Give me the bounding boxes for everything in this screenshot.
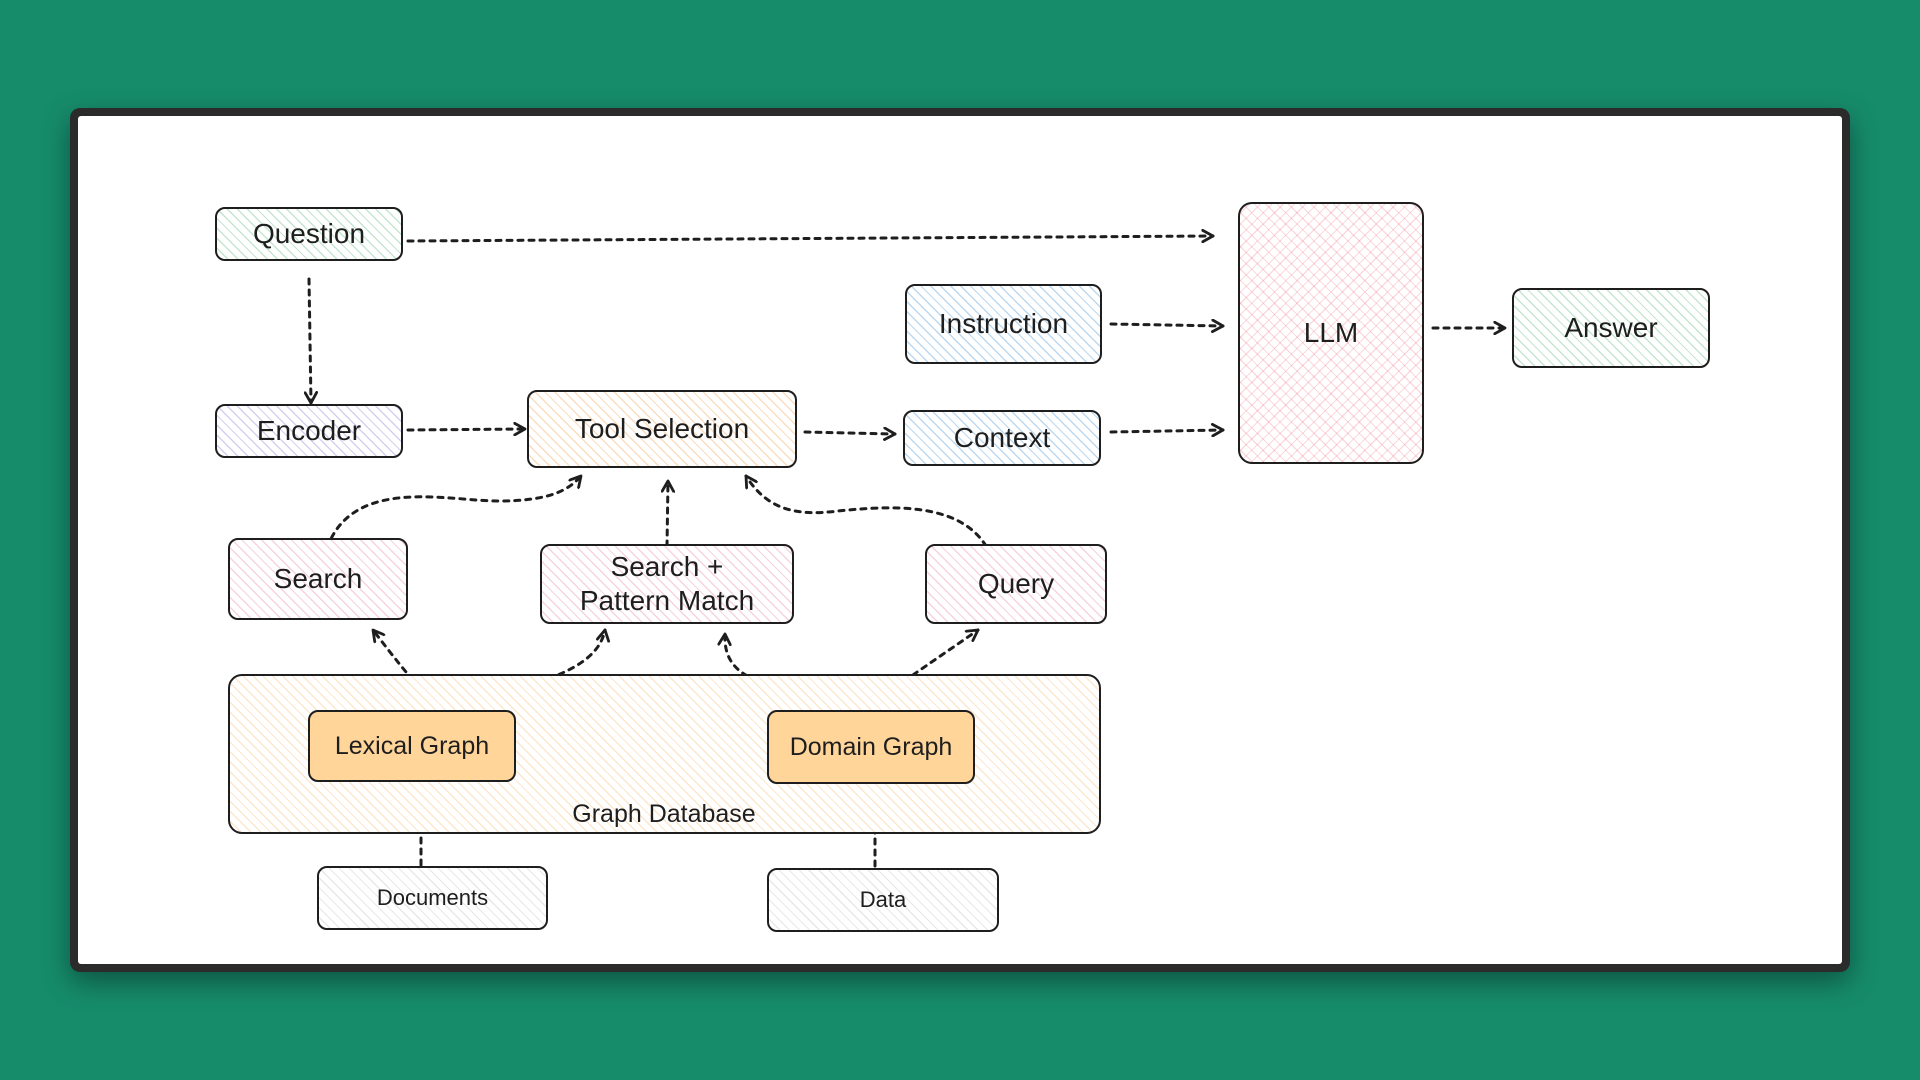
graph-database-label: Graph Database	[572, 800, 756, 828]
llm-label: LLM	[1303, 317, 1359, 348]
domain-graph-node: Domain Graph	[767, 710, 975, 784]
instruction-node: Instruction	[905, 284, 1102, 364]
arrow-question-to-encoder	[309, 277, 311, 405]
data-node: Data	[767, 868, 999, 932]
tool-selection-label: Tool Selection	[574, 413, 750, 444]
arrow-tool-selection-to-context	[803, 432, 897, 434]
arrow-search-pattern-to-tool-selection	[667, 479, 668, 548]
domain-graph-label: Domain Graph	[789, 733, 953, 761]
arrow-instruction-to-llm	[1109, 324, 1225, 326]
search-pattern-match-label: Search + Pattern Match	[579, 551, 755, 616]
encoder-label: Encoder	[256, 415, 362, 446]
search-node: Search	[228, 538, 408, 620]
arrow-lexical-to-search-pattern	[494, 628, 605, 696]
question-node: Question	[215, 207, 403, 261]
window-frame: Question Encoder Tool Selection Instruct…	[70, 108, 1850, 972]
instruction-label: Instruction	[938, 308, 1069, 339]
arrow-query-to-tool-selection	[744, 474, 988, 548]
arrow-search-to-tool-selection	[325, 474, 583, 550]
arrow-question-to-llm	[406, 236, 1215, 241]
encoder-node: Encoder	[215, 404, 403, 458]
context-node: Context	[903, 410, 1101, 466]
tool-selection-node: Tool Selection	[527, 390, 797, 468]
diagram-canvas: Question Encoder Tool Selection Instruct…	[78, 116, 1842, 964]
lexical-graph-node: Lexical Graph	[308, 710, 516, 782]
lexical-graph-label: Lexical Graph	[334, 732, 490, 760]
answer-node: Answer	[1512, 288, 1710, 368]
graph-database-container	[228, 674, 1101, 834]
context-label: Context	[953, 422, 1051, 453]
llm-node: LLM	[1238, 202, 1424, 464]
documents-label: Documents	[376, 885, 489, 910]
search-label: Search	[273, 563, 363, 594]
query-label: Query	[977, 568, 1055, 599]
data-label: Data	[859, 887, 907, 912]
arrow-encoder-to-tool-selection	[406, 429, 527, 430]
answer-label: Answer	[1564, 312, 1658, 343]
documents-node: Documents	[317, 866, 548, 930]
query-node: Query	[925, 544, 1107, 624]
arrow-lexical-to-search	[371, 628, 430, 698]
arrow-context-to-llm	[1109, 430, 1225, 432]
search-pattern-match-node: Search + Pattern Match	[540, 544, 794, 624]
question-label: Question	[252, 218, 366, 249]
